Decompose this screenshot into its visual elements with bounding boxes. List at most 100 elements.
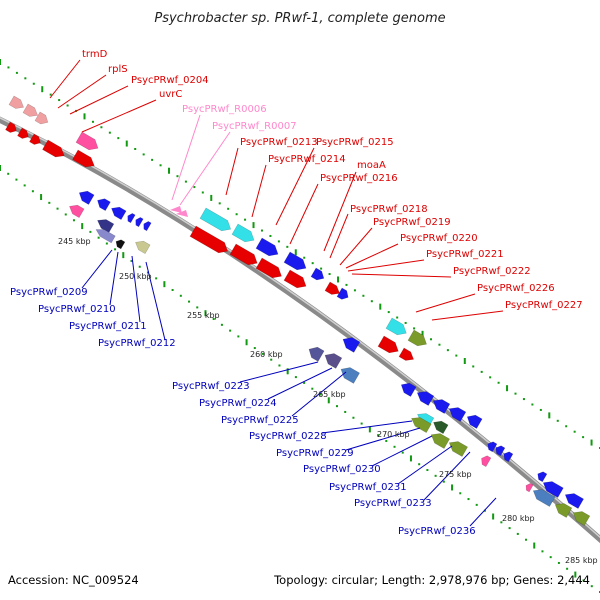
gene-feature bbox=[310, 267, 325, 281]
gene-label-0222[interactable]: PsycPRwf_0222 bbox=[453, 266, 531, 277]
gene-feature bbox=[42, 139, 65, 158]
gene-label-0213[interactable]: PsycPRwf_0213 bbox=[240, 137, 318, 148]
callout-line bbox=[179, 131, 231, 206]
tick-dot bbox=[32, 82, 35, 85]
tick-dot bbox=[7, 66, 10, 69]
tick-dot bbox=[56, 207, 59, 210]
callout-line bbox=[289, 183, 319, 245]
gene-label-0221[interactable]: PsycPRwf_0221 bbox=[426, 249, 504, 260]
gene-feature bbox=[554, 503, 573, 518]
gene-feature bbox=[324, 353, 343, 369]
gene-label-0216[interactable]: PsycPRwf_0216 bbox=[320, 173, 398, 184]
gene-label-moaA[interactable]: moaA bbox=[357, 160, 386, 171]
gene-feature bbox=[385, 317, 407, 336]
gene-label-uvrC[interactable]: uvrC bbox=[159, 89, 182, 100]
gene-feature bbox=[189, 225, 228, 254]
gene-feature bbox=[143, 221, 152, 232]
tick-dot bbox=[193, 186, 196, 189]
gene-label-0233[interactable]: PsycPRwf_0233 bbox=[354, 498, 432, 509]
callout-line bbox=[345, 243, 399, 269]
gene-label-0214[interactable]: PsycPRwf_0214 bbox=[268, 154, 346, 165]
callout-line bbox=[267, 367, 333, 400]
gene-label-0220[interactable]: PsycPRwf_0220 bbox=[400, 233, 478, 244]
tick-dot bbox=[396, 316, 399, 319]
tick-dot bbox=[277, 240, 280, 243]
gene-label-0236[interactable]: PsycPRwf_0236 bbox=[398, 526, 476, 537]
gene-label-0231[interactable]: PsycPRwf_0231 bbox=[329, 482, 407, 493]
gene-label-0227[interactable]: PsycPRwf_0227 bbox=[505, 300, 583, 311]
gene-label-0211[interactable]: PsycPRwf_0211 bbox=[69, 321, 147, 332]
gene-feature bbox=[495, 445, 506, 457]
gene-feature bbox=[466, 414, 483, 429]
tick-dot bbox=[235, 213, 238, 216]
tick-dot bbox=[0, 59, 1, 65]
gene-feature bbox=[572, 511, 591, 526]
tick-dot bbox=[114, 248, 117, 251]
gene-feature bbox=[95, 229, 116, 244]
callout-line bbox=[345, 427, 421, 451]
gene-feature bbox=[111, 206, 127, 221]
tick-dot bbox=[590, 585, 593, 588]
tick-dot bbox=[506, 385, 509, 392]
callout-line bbox=[321, 420, 413, 434]
tick-dot bbox=[218, 202, 221, 205]
gene-label-0223[interactable]: PsycPRwf_0223 bbox=[172, 381, 250, 392]
genome-backbone-highlight bbox=[0, 117, 600, 539]
gene-label-0212[interactable]: PsycPRwf_0212 bbox=[98, 338, 176, 349]
tick-dot bbox=[0, 165, 1, 171]
callout-line bbox=[131, 255, 141, 323]
gene-feature bbox=[448, 407, 467, 422]
tick-dot bbox=[220, 323, 223, 326]
kbp-label-255: 255 kbp bbox=[187, 311, 220, 320]
tick-dot bbox=[475, 503, 478, 506]
tick-dot bbox=[58, 99, 61, 102]
tick-dot bbox=[352, 416, 355, 419]
tick-dot bbox=[590, 439, 593, 446]
tick-dot bbox=[451, 484, 454, 491]
tick-dot bbox=[40, 194, 43, 201]
gene-label-0225[interactable]: PsycPRwf_0225 bbox=[221, 415, 299, 426]
gene-label-R0006[interactable]: PsycPRwf_R0006 bbox=[182, 104, 267, 115]
gene-feature bbox=[324, 281, 340, 295]
tick-dot bbox=[446, 349, 449, 352]
tick-dot bbox=[533, 542, 536, 549]
tick-dot bbox=[370, 300, 373, 303]
tick-dot bbox=[421, 330, 424, 337]
gene-label-rplS[interactable]: rplS bbox=[108, 64, 128, 75]
gene-feature bbox=[135, 217, 144, 228]
tick-dot bbox=[81, 223, 84, 230]
gene-label-trmD[interactable]: trmD bbox=[82, 49, 108, 60]
tick-dot bbox=[286, 368, 289, 375]
gene-label-0226[interactable]: PsycPRwf_0226 bbox=[477, 283, 555, 294]
tick-dot bbox=[294, 249, 297, 256]
tick-dot bbox=[23, 184, 26, 187]
tick-dot bbox=[125, 140, 128, 147]
tick-dot bbox=[48, 201, 51, 204]
tick-dot bbox=[320, 267, 323, 270]
gene-label-0210[interactable]: PsycPRwf_0210 bbox=[38, 304, 116, 315]
gene-label-0230[interactable]: PsycPRwf_0230 bbox=[303, 464, 381, 475]
gene-label-0229[interactable]: PsycPRwf_0229 bbox=[276, 448, 354, 459]
gene-label-0218[interactable]: PsycPRwf_0218 bbox=[350, 204, 428, 215]
tick-dot bbox=[541, 550, 544, 553]
tick-dot bbox=[49, 93, 52, 96]
tick-dot bbox=[582, 436, 585, 439]
gene-label-0209[interactable]: PsycPRwf_0209 bbox=[10, 287, 88, 298]
tick-dot bbox=[549, 556, 552, 559]
gene-label-0219[interactable]: PsycPRwf_0219 bbox=[373, 217, 451, 228]
gene-label-0224[interactable]: PsycPRwf_0224 bbox=[199, 398, 277, 409]
gene-feature bbox=[340, 367, 360, 384]
tick-dot bbox=[138, 265, 141, 268]
gene-label-R0007[interactable]: PsycPRwf_R0007 bbox=[212, 121, 297, 132]
gene-label-0228[interactable]: PsycPRwf_0228 bbox=[249, 431, 327, 442]
tick-dot bbox=[353, 289, 356, 292]
tick-dot bbox=[508, 527, 511, 530]
rna-labels: PsycPRwf_R0006 PsycPRwf_R0007 bbox=[182, 104, 297, 132]
tick-dot bbox=[188, 300, 191, 303]
gene-label-0204[interactable]: PsycPRwf_0204 bbox=[131, 75, 209, 86]
tick-dot bbox=[368, 426, 371, 433]
gene-label-0215[interactable]: PsycPRwf_0215 bbox=[316, 137, 394, 148]
gene-feature bbox=[78, 190, 95, 205]
gene-feature bbox=[72, 149, 95, 168]
